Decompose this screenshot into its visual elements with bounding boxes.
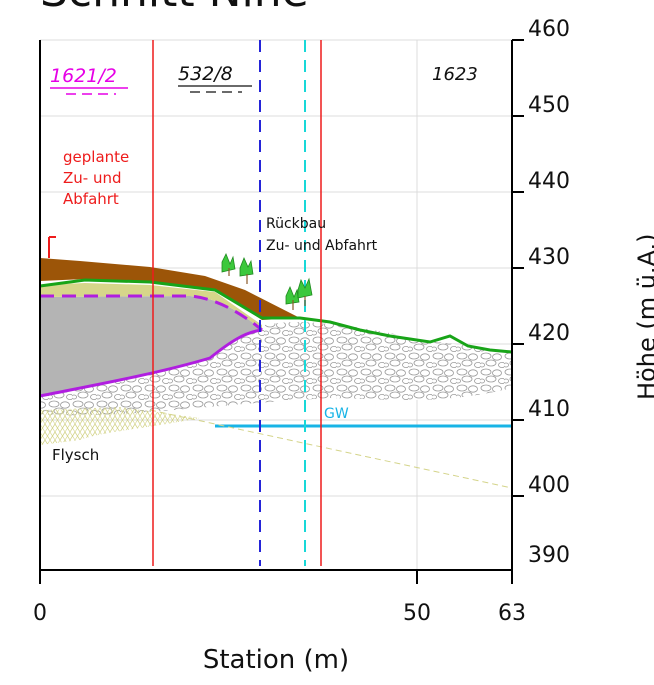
- x-tick-0: 0: [33, 601, 47, 626]
- vegetation-trunks: [228, 268, 306, 310]
- x-tick-63: 63: [498, 601, 526, 626]
- removal-line1: Rückbau: [266, 216, 326, 232]
- y-tick-430: 430: [528, 245, 570, 270]
- planned-ramp-line3: Abfahrt: [63, 190, 119, 208]
- x-tick-labels: 0 50 63: [33, 601, 526, 626]
- flysch-label: Flysch: [52, 446, 99, 464]
- vegetation: [221, 253, 313, 305]
- removal-line2: Zu- und Abfahrt: [266, 238, 378, 254]
- parcel-label-left: 1621/2: [50, 65, 117, 87]
- planned-ramp-line1: geplante: [63, 148, 129, 166]
- groundwater-label: GW: [324, 406, 349, 422]
- bottom-axis-ticks: [39, 570, 513, 584]
- y-tick-390: 390: [528, 543, 570, 568]
- parcel-label-middle: 532/8: [178, 63, 233, 85]
- y-tick-460: 460: [528, 17, 570, 42]
- y-tick-450: 450: [528, 93, 570, 118]
- y-tick-440: 440: [528, 169, 570, 194]
- brown-fill-layer: [40, 258, 300, 320]
- section-title: Schnitt Nine: [40, 0, 309, 17]
- x-axis-label: Station (m): [203, 645, 349, 675]
- planned-ramp-note: geplante Zu- und Abfahrt: [63, 148, 129, 208]
- y-axis-label: Höhe (m ü.A.): [633, 233, 654, 400]
- gravel-boundary-line: [39, 328, 263, 398]
- planned-ramp-line2: Zu- und: [63, 169, 122, 187]
- y-tick-labels: 460 450 440 430 420 410 400 390: [528, 17, 570, 568]
- gray-fill-body: [40, 296, 262, 396]
- right-axis-ticks: [512, 39, 524, 497]
- y-tick-400: 400: [528, 473, 570, 498]
- bedrock-dashed-line: [149, 409, 513, 489]
- parcel-label-right: 1623: [432, 64, 478, 85]
- removal-note: Rückbau Zu- und Abfahrt: [266, 216, 378, 254]
- planned-boundary-dashed: [40, 294, 263, 332]
- flysch-layer: [40, 407, 200, 445]
- terrain-line: [39, 278, 513, 354]
- y-tick-410: 410: [528, 397, 570, 422]
- gravel-layer: [40, 322, 512, 416]
- x-tick-50: 50: [403, 601, 431, 626]
- y-tick-420: 420: [528, 321, 570, 346]
